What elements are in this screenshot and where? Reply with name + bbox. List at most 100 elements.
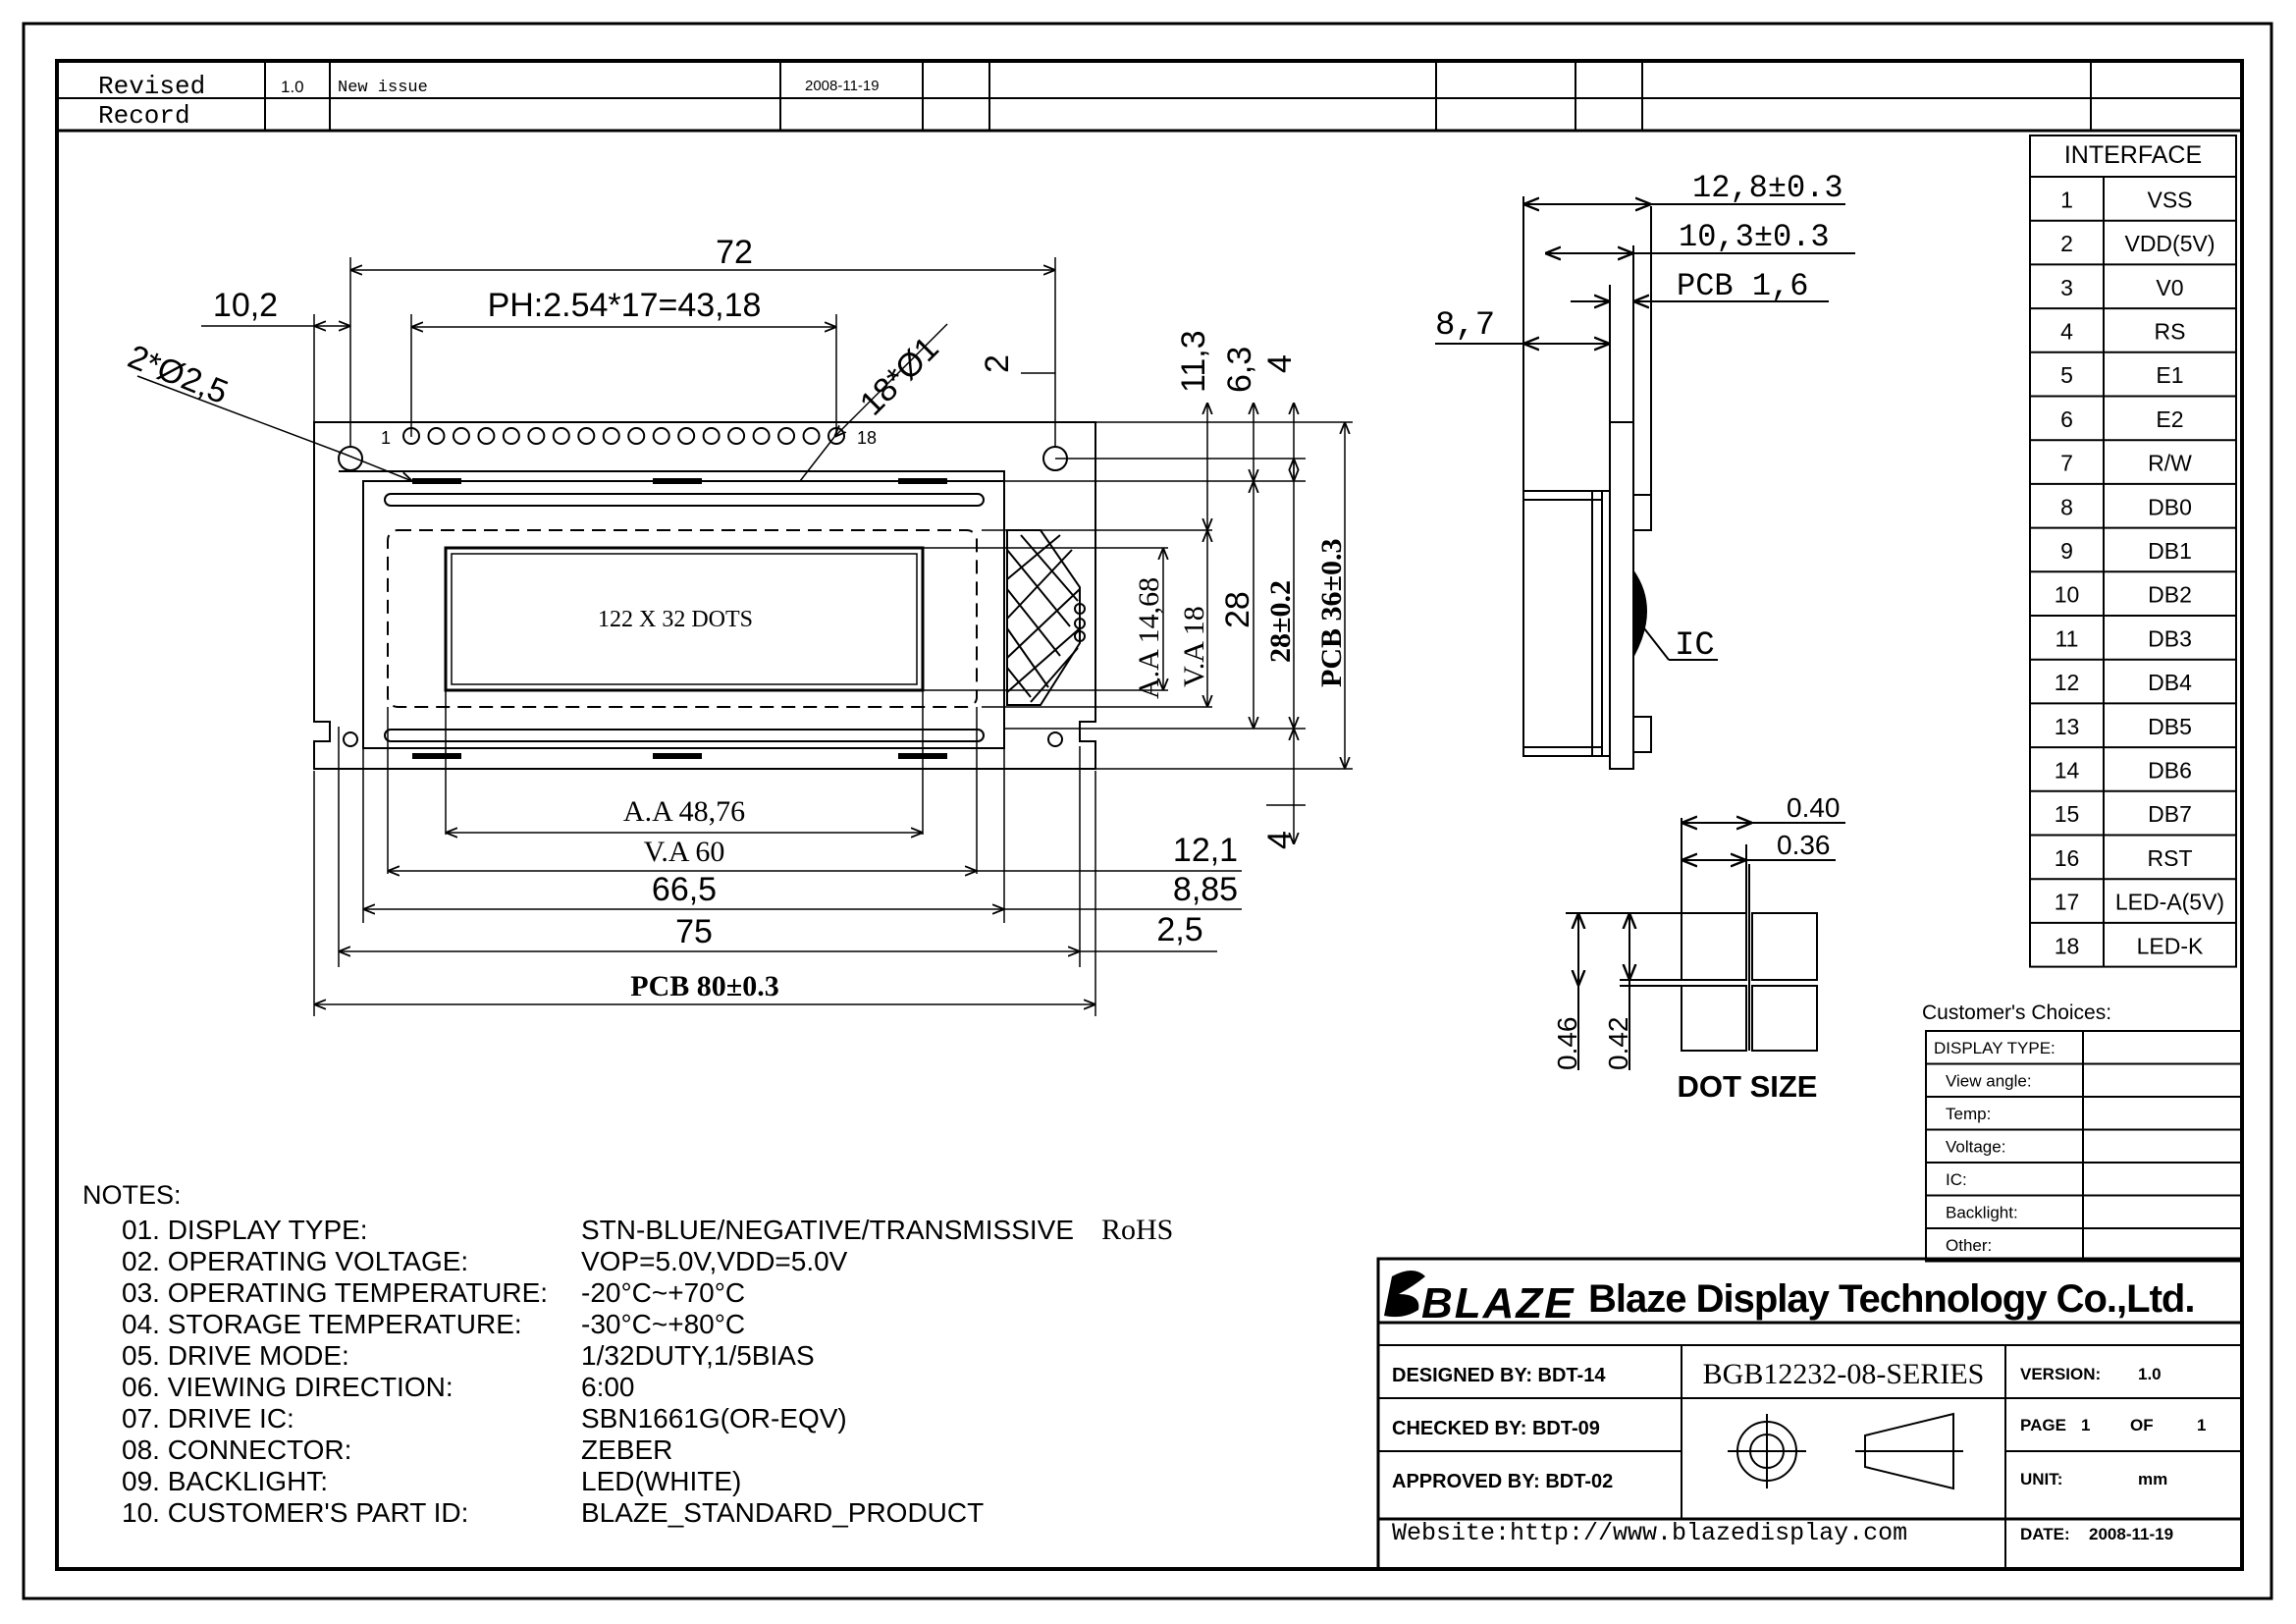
active-area: [444, 546, 925, 692]
note-label: 05. DRIVE MODE:: [122, 1340, 349, 1371]
dot-h-046: 0.46: [1552, 1017, 1582, 1071]
side-ic: [1632, 568, 1647, 657]
dim-pcb-1-6: PCB 1,6: [1677, 268, 1808, 304]
side-view: [1435, 196, 1855, 770]
unit-label: UNIT:: [2020, 1470, 2062, 1489]
interface-pin-name: LED-K: [2137, 933, 2204, 958]
dim-10-3: 10,3±0.3: [1679, 219, 1830, 255]
interface-pin-name: DB7: [2148, 801, 2192, 827]
interface-pin-number: 12: [2055, 670, 2080, 695]
connector-pin: [427, 427, 446, 445]
connector-pins: [402, 427, 845, 445]
interface-pin-name: E2: [2156, 406, 2183, 432]
note-value: 6:00: [581, 1372, 635, 1402]
interface-pin-number: 9: [2060, 538, 2073, 564]
note-value: BLAZE_STANDARD_PRODUCT: [581, 1497, 984, 1528]
dot-h-042: 0.42: [1603, 1017, 1633, 1071]
note-label: 09. BACKLIGHT:: [122, 1466, 328, 1496]
note-value: 1/32DUTY,1/5BIAS: [581, 1340, 815, 1371]
interface-pin-name: DB2: [2148, 582, 2192, 608]
revision-record: [57, 61, 2242, 133]
page-label: PAGE: [2020, 1416, 2066, 1435]
version-value: 1.0: [2138, 1365, 2162, 1383]
interface-pin-number: 16: [2055, 845, 2080, 871]
side-pcb: [1609, 421, 1634, 770]
connector-pin: [777, 427, 796, 445]
interface-pin-name: VSS: [2147, 187, 2192, 212]
part-number: BGB12232-08-SERIES: [1703, 1358, 1985, 1390]
note-label: 04. STORAGE TEMPERATURE:: [122, 1309, 522, 1339]
dim-pcb-36: PCB 36±0.3: [1315, 539, 1348, 687]
date-value: 2008-11-19: [2089, 1525, 2173, 1543]
interface-pin-number: 1: [2060, 187, 2073, 212]
checked-by: CHECKED BY: BDT-09: [1392, 1418, 1600, 1439]
interface-pin-name: VDD(5V): [2124, 231, 2215, 256]
dim-va-18: V.A 18: [1178, 606, 1210, 687]
interface-pin-name: RS: [2155, 318, 2186, 344]
side-dimension-texts: 12,8±0.3 10,3±0.3 PCB 1,6 8,7 IC: [1435, 170, 1843, 665]
dim-8-7: 8,7: [1435, 307, 1495, 345]
pin-first-label: 1: [381, 428, 391, 448]
unit-value: mm: [2138, 1470, 2167, 1489]
pin-last-label: 18: [857, 428, 877, 448]
connector-pin: [552, 427, 570, 445]
dim-4-top: 4: [1261, 354, 1299, 373]
company-name: Blaze Display Technology Co.,Ltd.: [1588, 1277, 2194, 1321]
dim-va-60: V.A 60: [644, 836, 725, 868]
dot-size-detail: [1566, 818, 1845, 1070]
dot-size-texts: 0.40 0.36 0.46 0.42 DOT SIZE: [1552, 792, 1841, 1104]
dim-2: 2: [979, 354, 1016, 373]
dim-28-tol: 28±0.2: [1264, 580, 1297, 663]
interface-pin-number: 8: [2060, 494, 2073, 519]
connector-pin: [577, 427, 596, 445]
note-label: 07. DRIVE IC:: [122, 1403, 294, 1434]
interface-pin-name: RST: [2148, 845, 2193, 871]
notes-title: NOTES:: [82, 1180, 182, 1210]
note-value: VOP=5.0V,VDD=5.0V: [581, 1246, 848, 1276]
ic-label: IC: [1675, 627, 1715, 665]
interface-pin-number: 3: [2060, 275, 2073, 300]
note-value: SBN1661G(OR-EQV): [581, 1403, 847, 1434]
date-label: DATE:: [2020, 1525, 2070, 1543]
customer-choices: Customer's Choices: DISPLAY TYPE:View an…: [1922, 1001, 2243, 1263]
interface-pin-name: R/W: [2148, 451, 2192, 476]
version-label: VERSION:: [2020, 1365, 2101, 1383]
interface-pin-number: 2: [2060, 231, 2073, 256]
note-label: 02. OPERATING VOLTAGE:: [122, 1246, 468, 1276]
connector-pin: [627, 427, 646, 445]
customer-choice-label: IC:: [1946, 1170, 1967, 1189]
interface-pin-number: 13: [2055, 714, 2080, 739]
interface-pin-number: 6: [2060, 406, 2073, 432]
interface-pin-number: 14: [2055, 757, 2080, 783]
interface-pin-number: 18: [2055, 933, 2080, 958]
connector-pin: [727, 427, 746, 445]
mounting-hole-left: [338, 446, 363, 471]
connector-pin: [752, 427, 771, 445]
connector-pin: [527, 427, 546, 445]
interface-pin-name: V0: [2156, 275, 2183, 300]
of-value: 1: [2197, 1416, 2206, 1435]
interface-pin-name: DB5: [2148, 714, 2192, 739]
note-value: STN-BLUE/NEGATIVE/TRANSMISSIVE: [581, 1215, 1074, 1245]
customer-choice-label: Voltage:: [1946, 1138, 2005, 1157]
interface-pin-name: DB6: [2148, 757, 2192, 783]
interface-pin-number: 4: [2060, 318, 2073, 344]
connector-pin: [652, 427, 670, 445]
dots-label: 122 X 32 DOTS: [598, 607, 753, 632]
note-value: -30°C~+80°C: [581, 1309, 745, 1339]
interface-pin-name: LED-A(5V): [2115, 890, 2224, 915]
front-view: [313, 421, 1096, 770]
connector-pin: [702, 427, 721, 445]
dim-pins: 18*Ø1: [853, 330, 946, 423]
connector-pin: [602, 427, 620, 445]
dim-10-2: 10,2: [213, 287, 278, 324]
interface-pin-number: 11: [2056, 625, 2079, 651]
note-value: ZEBER: [581, 1435, 672, 1465]
dim-12-8: 12,8±0.3: [1692, 170, 1843, 206]
dot-w-036: 0.36: [1777, 830, 1831, 860]
customer-choice-label: DISPLAY TYPE:: [1934, 1039, 2056, 1057]
interface-pin-name: E1: [2156, 362, 2183, 388]
note-extra: RoHS: [1101, 1214, 1173, 1246]
